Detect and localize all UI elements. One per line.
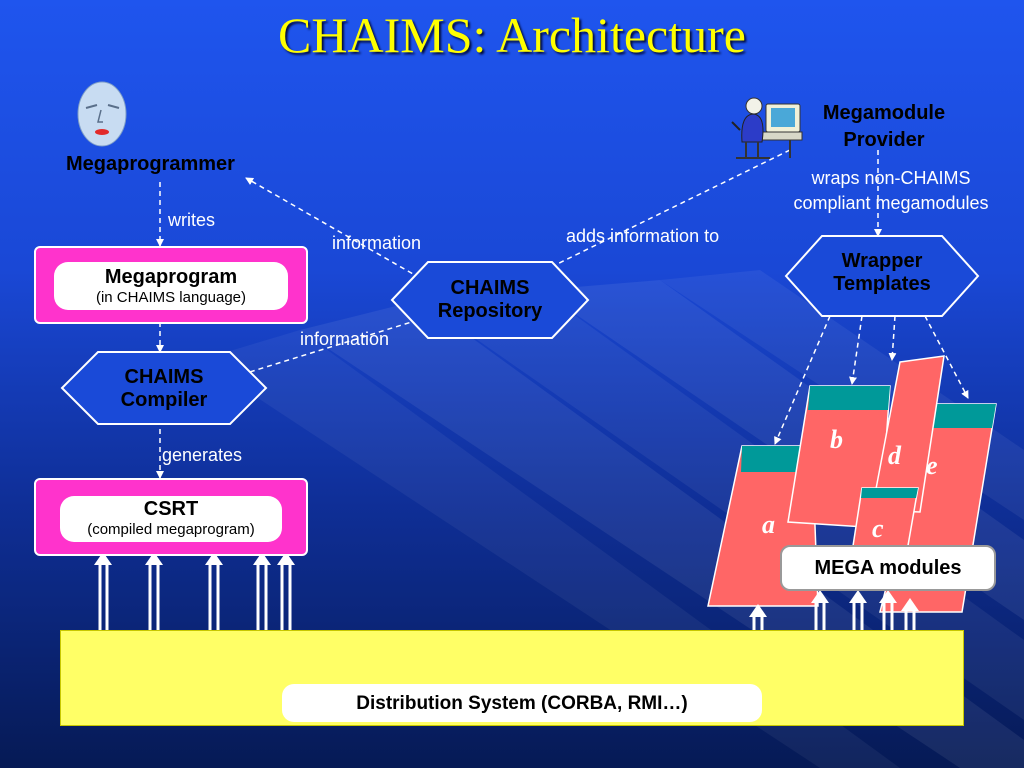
arrow-repository-to-programmer [245,177,421,279]
wrapper-line1: Wrapper [841,250,923,272]
wrapper-templates-hexagon[interactable] [784,235,980,317]
edge-label-wraps: wraps non-CHAIMS compliant megamodules [764,166,1018,216]
module-d-letter: d [888,441,901,470]
wrapper-label: Wrapper Templates [812,250,952,296]
provider-label: Megamodule Provider [804,100,964,154]
provider-label-line1: Megamodule [822,102,946,124]
edge-label-writes: writes [168,210,216,230]
megaprogram-pill: Megaprogram (in CHAIMS language) [54,262,288,310]
chaims-compiler-hexagon[interactable] [60,351,268,425]
face-mask-icon [77,81,127,147]
megaprogrammer-label: Megaprogrammer [66,153,235,175]
compiler-line1: CHAIMS [124,366,204,388]
arrow-repository-to-compiler [239,319,419,377]
slide-title: CHAIMS: Architecture [278,7,746,63]
arrow-wrapper-to-module-b [849,315,863,385]
wraps-line1: wraps non-CHAIMS [811,168,971,188]
module-d [871,355,945,513]
arrow-wrapper-to-module-e [924,315,969,399]
mega-modules-label: MEGA modules [814,557,962,579]
csrt-pill: CSRT (compiled megaprogram) [60,496,282,542]
edge-label-information-bottom: information [300,329,390,349]
edge-label-adds-information: adds information to [566,226,720,246]
megaprogram-subtitle: (in CHAIMS language) [95,289,247,306]
arrow-wrapper-to-module-c [888,315,897,361]
module-b-letter: b [830,425,843,454]
mega-modules-label-box: MEGA modules [780,545,996,591]
provider-label-line2: Provider [843,129,925,151]
module-e-letter: e [926,451,938,480]
repository-label: CHAIMS Repository [420,277,560,323]
compiler-label: CHAIMS Compiler [98,366,230,412]
distribution-label: Distribution System (CORBA, RMI…) [356,693,688,714]
person-at-computer-icon [731,97,803,159]
wraps-line2: compliant megamodules [793,193,989,213]
csrt-title: CSRT [143,498,199,520]
edge-label-generates: generates [162,445,243,465]
distribution-label-box: Distribution System (CORBA, RMI…) [282,684,762,722]
compiler-line2: Compiler [120,389,208,411]
megaprogram-box[interactable]: Megaprogram (in CHAIMS language) [34,246,308,324]
chaims-repository-hexagon[interactable] [390,261,590,339]
module-a-letter: a [762,510,775,539]
wrapper-line2: Templates [833,273,931,295]
module-c-letter: c [872,514,884,543]
megaprogram-title: Megaprogram [104,266,238,288]
csrt-subtitle: (compiled megaprogram) [87,521,255,538]
arrow-provider-to-repository [544,149,791,271]
repository-line2: Repository [437,300,543,322]
repository-line1: CHAIMS [450,277,530,299]
edge-label-information-top: information [332,233,422,253]
csrt-box[interactable]: CSRT (compiled megaprogram) [34,478,308,556]
